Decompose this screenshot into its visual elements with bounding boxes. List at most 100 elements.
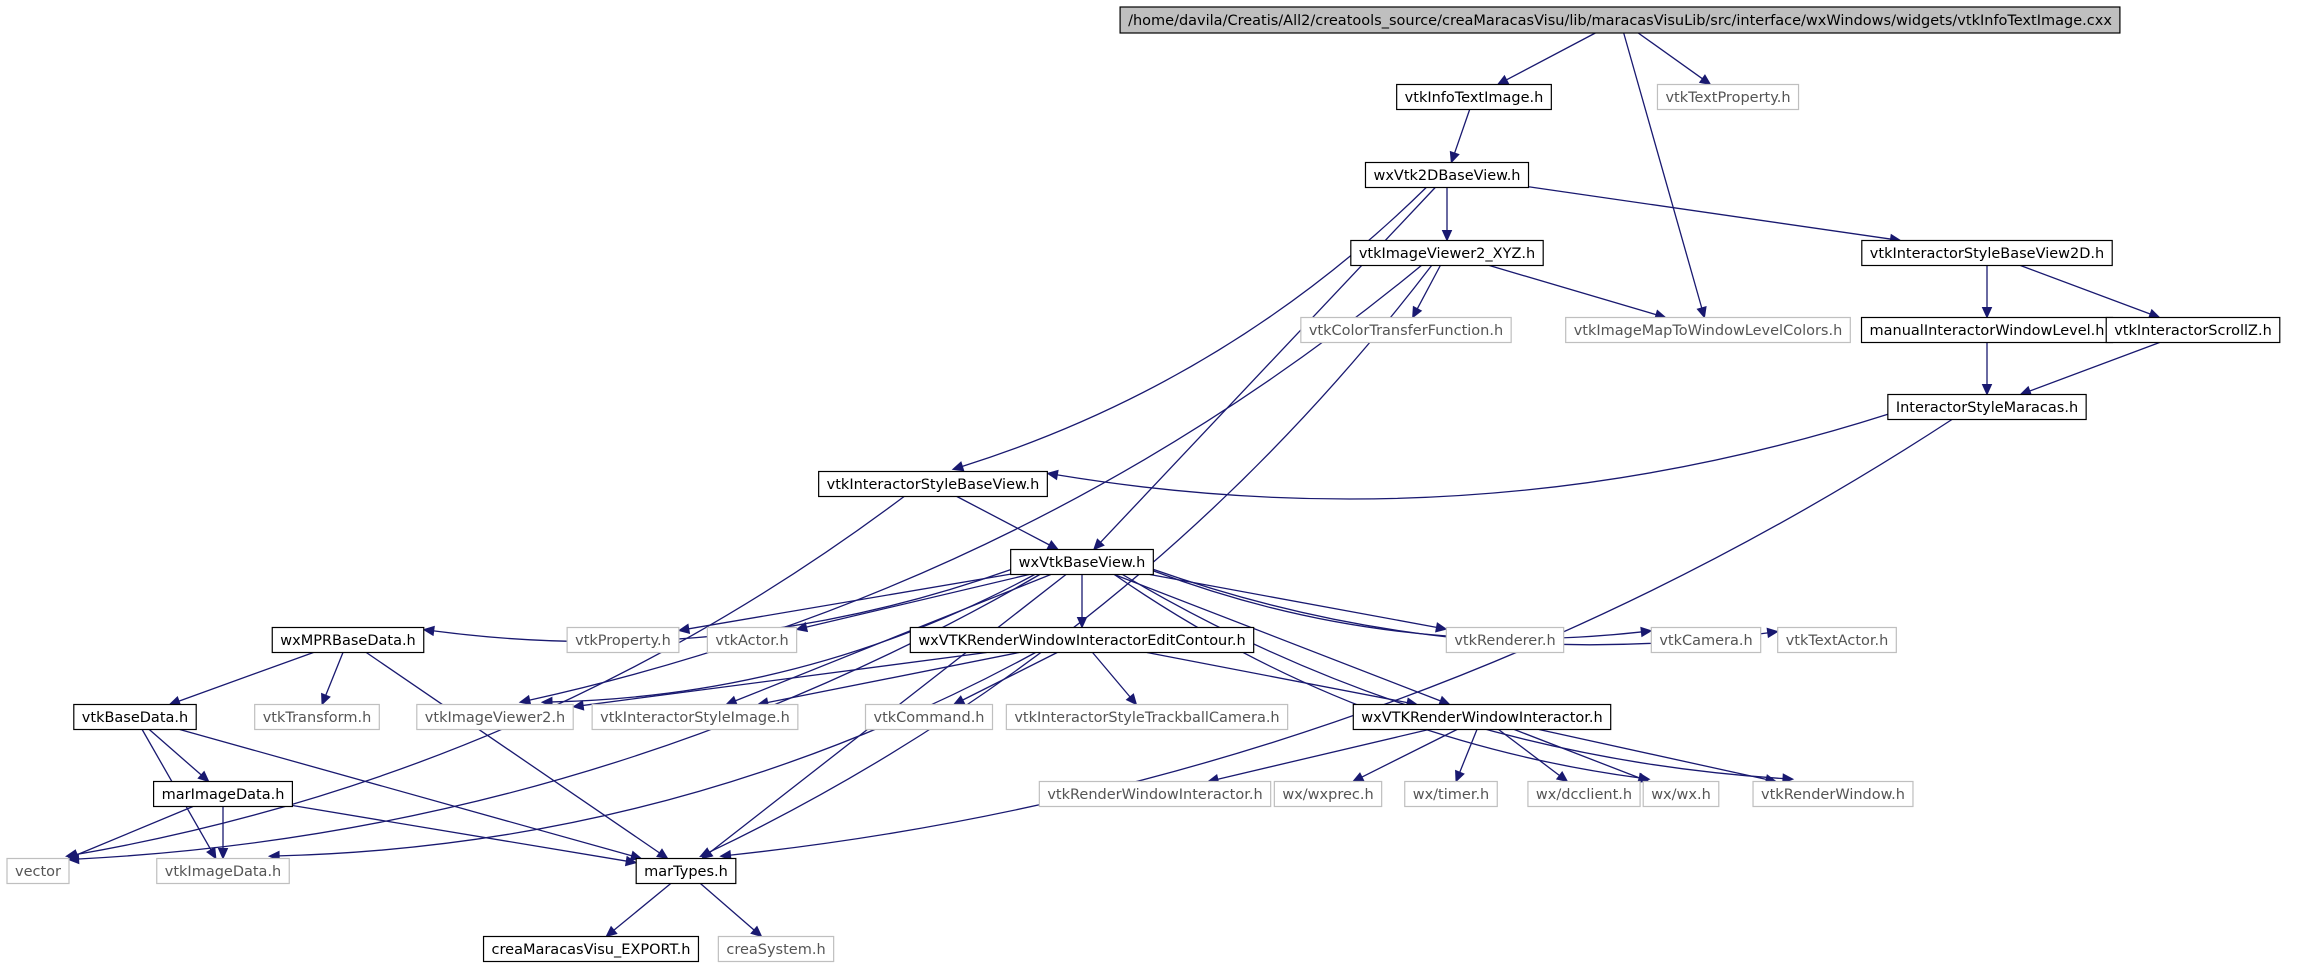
node-label: creaSystem.h <box>726 942 825 958</box>
edge-line <box>806 573 1030 628</box>
node-wx-timer-h: wx/timer.h <box>1404 780 1498 808</box>
node-box <box>1650 626 1762 654</box>
node-InteractorStyleMaracas-h[interactable]: InteractorStyleMaracas.h <box>1887 393 2087 421</box>
node-box <box>1887 393 2087 421</box>
node-label: wxVTKRenderWindowInteractorEditContour.h <box>918 633 1245 649</box>
node-box <box>1119 6 2121 34</box>
node-marTypes-h[interactable]: marTypes.h <box>635 857 737 885</box>
edge-line <box>78 573 1041 860</box>
nodes-layer: /home/davila/Creatis/All2/creatools_sour… <box>6 6 2281 963</box>
edge-marTypes-h-to-creaMaracasVisu-EXPORT-h <box>605 882 672 938</box>
node-box <box>1396 83 1552 111</box>
node-box <box>818 470 1048 498</box>
node-wxVtk2DBaseView-h[interactable]: wxVtk2DBaseView.h <box>1364 161 1530 189</box>
edge-line <box>1361 728 1458 778</box>
node-wxVtkBaseView-h[interactable]: wxVtkBaseView.h <box>1010 548 1154 576</box>
node-label: InteractorStyleMaracas.h <box>1896 400 2078 416</box>
node-vtkCommand-h: vtkCommand.h <box>864 703 994 731</box>
node-label: vtkImageViewer2.h <box>425 710 565 726</box>
node-label: wx/wxprec.h <box>1282 787 1373 803</box>
edge-vtkInteractorStyleBaseView-h-to-wxVtkBaseView-h <box>956 495 1060 551</box>
edge-wxVtkBaseView-h-to-vtkProperty-h <box>677 573 1011 634</box>
edge-vtkInteractorScrollZ-h-to-InteractorStyleMaracas-h <box>2019 341 2160 396</box>
node-creaMaracasVisu-EXPORT-h[interactable]: creaMaracasVisu_EXPORT.h <box>482 935 700 963</box>
node-label: vtkTransform.h <box>263 710 372 726</box>
arrowhead <box>1125 693 1138 706</box>
node-vtkTextProperty-h: vtkTextProperty.h <box>1656 83 1800 111</box>
arrowhead <box>1435 622 1448 633</box>
edge-line <box>699 883 755 931</box>
node-box <box>1038 780 1272 808</box>
edge-wxVtk2DBaseView-h-to-vtkInteractorStyleBaseView-h <box>951 187 1427 472</box>
arrowhead <box>1449 150 1460 164</box>
edge-line <box>1092 652 1131 698</box>
edge-line <box>735 573 1052 702</box>
edge-wxVTKRenderWindowInteractorEditContour-h-to-vtkImageViewer2-h <box>571 651 987 711</box>
node-label: wx/wx.h <box>1651 787 1711 803</box>
node-vtkImageViewer2-XYZ-h[interactable]: vtkImageViewer2_XYZ.h <box>1350 239 1544 267</box>
node-box <box>1273 780 1383 808</box>
arrowhead <box>1046 539 1060 551</box>
node-label: marImageData.h <box>162 787 285 803</box>
node-vtkBaseData-h[interactable]: vtkBaseData.h <box>73 703 197 731</box>
node-vtkInfoTextImage-h[interactable]: vtkInfoTextImage.h <box>1396 83 1552 111</box>
edge-line <box>529 264 1422 701</box>
node-manualInteractorWindowLevel-h[interactable]: manualInteractorWindowLevel.h <box>1860 316 2114 344</box>
edge-line <box>1637 32 1703 80</box>
node-box <box>706 626 798 654</box>
node-label: wxVtkBaseView.h <box>1019 555 1146 571</box>
node-wxVTKRenderWindowInteractorEditContour-h[interactable]: wxVTKRenderWindowInteractorEditContour.h <box>909 626 1255 654</box>
node-label: vtkRenderWindow.h <box>1761 787 1905 803</box>
node-vtkInteractorStyleBaseView-h[interactable]: vtkInteractorStyleBaseView.h <box>818 470 1048 498</box>
arrowhead <box>1696 305 1707 319</box>
node-box <box>416 703 574 731</box>
edge-wxVtkBaseView-h-to-vtkRenderWindow-h <box>1122 573 1795 784</box>
node-marImageData-h[interactable]: marImageData.h <box>152 780 294 808</box>
arrowhead <box>1496 74 1510 86</box>
node-label: wx/dcclient.h <box>1536 787 1632 803</box>
node-label: vtkProperty.h <box>575 633 671 649</box>
node-vtkInteractorScrollZ-h[interactable]: vtkInteractorScrollZ.h <box>2105 316 2281 344</box>
node-label: vtkCommand.h <box>874 710 985 726</box>
edge-line <box>179 728 632 857</box>
edge-line <box>1100 187 1436 543</box>
edge-line <box>1528 186 1891 240</box>
node-vtkInteractorStyleBaseView2D-h[interactable]: vtkInteractorStyleBaseView2D.h <box>1861 239 2113 267</box>
node-wxVTKRenderWindowInteractor-h[interactable]: wxVTKRenderWindowInteractor.h <box>1352 703 1612 731</box>
node-root[interactable]: /home/davila/Creatis/All2/creatools_sour… <box>1119 6 2121 34</box>
node-vtkActor-h: vtkActor.h <box>706 626 798 654</box>
node-label: vtkRenderer.h <box>1454 633 1555 649</box>
edge-line <box>583 651 987 707</box>
edge-line <box>292 804 627 862</box>
node-label: vtkTextProperty.h <box>1665 90 1790 106</box>
arrowhead <box>750 925 763 938</box>
edge-line <box>1514 728 1640 779</box>
edge-line <box>1498 728 1560 776</box>
edge-wxVtkBaseView-h-to-wxVTKRenderWindowInteractorEditContour-h <box>1076 574 1088 629</box>
arrowhead <box>1981 384 1993 396</box>
edge-marTypes-h-to-creaSystem-h <box>699 883 763 938</box>
edge-marImageData-h-to-vector <box>66 805 194 860</box>
node-wx-wxprec-h: wx/wxprec.h <box>1273 780 1383 808</box>
edge-InteractorStyleMaracas-h-to-vtkInteractorStyleBaseView-h <box>1046 413 1889 500</box>
node-box <box>1752 780 1914 808</box>
node-vtkImageViewer2-h: vtkImageViewer2.h <box>416 703 574 731</box>
edge-wxVTKRenderWindowInteractorEditContour-h-to-vtkImageData-h <box>267 651 1036 862</box>
arrowhead <box>518 694 532 706</box>
node-vtkRenderWindowInteractor-h: vtkRenderWindowInteractor.h <box>1038 780 1272 808</box>
edge-wxVtkBaseView-h-to-vtkActor-h <box>795 573 1030 633</box>
node-wx-wx-h: wx/wx.h <box>1642 780 1720 808</box>
edge-wxVTKRenderWindowInteractor-h-to-vtkRenderWindowInteractor-h <box>1206 728 1430 785</box>
arrowhead <box>1076 617 1088 629</box>
arrowhead <box>624 855 638 867</box>
node-label: vtkInfoTextImage.h <box>1405 90 1544 106</box>
edge-line <box>178 651 314 702</box>
node-wxMPRBaseData-h[interactable]: wxMPRBaseData.h <box>271 626 425 654</box>
edge-line <box>1453 109 1471 154</box>
node-label: vtkImageMapToWindowLevelColors.h <box>1574 323 1843 339</box>
edge-wxVtkBaseView-h-to-vtkInteractorStyleImage-h <box>725 573 1052 706</box>
edge-wxMPRBaseData-h-to-vtkTransform-h <box>321 652 344 706</box>
arrowhead <box>66 849 80 860</box>
edge-line <box>1122 573 1784 780</box>
